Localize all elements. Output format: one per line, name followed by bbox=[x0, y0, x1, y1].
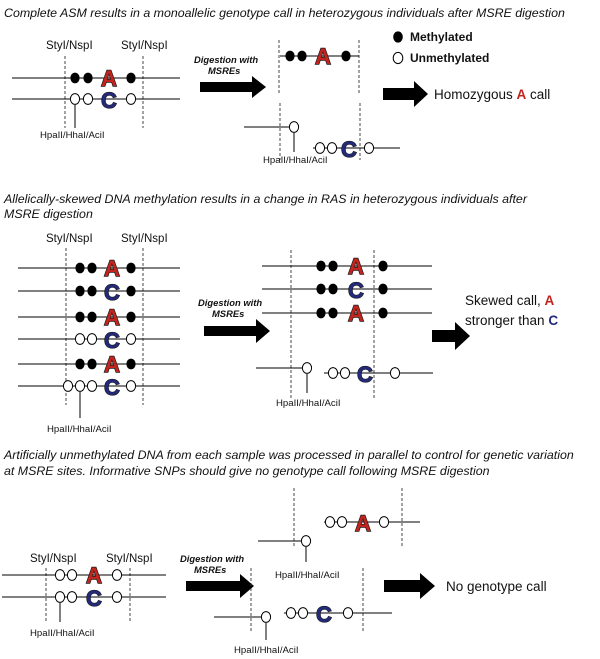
cut-site-line bbox=[250, 488, 403, 632]
digestion-arrow bbox=[204, 319, 270, 343]
result-text: No genotype call bbox=[446, 579, 547, 594]
methylated-cpg bbox=[70, 72, 136, 84]
allele-a: A bbox=[348, 254, 364, 279]
legend: Methylated Unmethylated bbox=[392, 30, 489, 65]
digestion-label: Digestion with bbox=[194, 54, 258, 65]
result-text: Skewed call, A bbox=[465, 293, 555, 308]
enzyme-label: HpaII/HhaI/AciI bbox=[276, 398, 341, 409]
digestion-arrow bbox=[186, 574, 254, 598]
panel-2-caption: MSRE digestion bbox=[4, 207, 93, 221]
digestion-label: MSREs bbox=[194, 564, 226, 575]
methylated-cpg bbox=[285, 50, 351, 62]
unmethylated-cpg bbox=[327, 367, 401, 379]
allele-c: C bbox=[86, 586, 102, 611]
cut-site-line bbox=[45, 568, 131, 622]
panel-3-caption: Artificially unmethylated DNA from each … bbox=[3, 448, 574, 462]
legend-unmethylated-marker bbox=[392, 51, 404, 65]
allele-a: A bbox=[104, 305, 120, 330]
unmethylated-cpg bbox=[288, 121, 300, 133]
dna-strand bbox=[2, 574, 166, 598]
result-arrow bbox=[384, 573, 435, 599]
allele-c: C bbox=[104, 328, 120, 353]
unmethylated-cpg bbox=[260, 611, 272, 623]
legend-methylated-marker bbox=[393, 31, 403, 43]
allele-c: C bbox=[348, 278, 364, 303]
allele-a: A bbox=[104, 352, 120, 377]
legend-unmethylated-label: Unmethylated bbox=[410, 51, 489, 65]
enzyme-label: HpaII/HhaI/AciI bbox=[47, 424, 112, 435]
allele-a: A bbox=[315, 44, 331, 69]
enzyme-label: HpaII/HhaI/AciI bbox=[234, 645, 299, 656]
allele-c: C bbox=[341, 137, 357, 162]
methylated-cpg bbox=[316, 260, 388, 319]
allele-a: A bbox=[101, 66, 117, 91]
site-left-label: StyI/NspI bbox=[30, 553, 77, 565]
digestion-label: MSREs bbox=[212, 308, 244, 319]
digestion-label: MSREs bbox=[208, 65, 240, 76]
unmethylated-cpg bbox=[285, 607, 354, 619]
digestion-label: Digestion with bbox=[198, 297, 262, 308]
digestion-arrow bbox=[200, 76, 266, 98]
panel-3-caption: at MSRE sites. Informative SNPs should g… bbox=[4, 464, 490, 478]
unmethylated-cpg bbox=[324, 516, 390, 528]
panel-3: Artificially unmethylated DNA from each … bbox=[2, 448, 574, 656]
legend-methylated-label: Methylated bbox=[410, 30, 473, 44]
result-arrow bbox=[432, 322, 470, 350]
digestion-label: Digestion with bbox=[180, 553, 244, 564]
unmethylated-cpg bbox=[314, 142, 375, 154]
enzyme-label: HpaII/HhaI/AciI bbox=[30, 628, 95, 639]
site-right-label: StyI/NspI bbox=[121, 233, 168, 245]
unmethylated-cpg bbox=[54, 569, 123, 603]
unmethylated-cpg bbox=[62, 333, 137, 392]
site-right-label: StyI/NspI bbox=[106, 553, 153, 565]
panel-1: Complete ASM results in a monoallelic ge… bbox=[4, 6, 565, 166]
allele-c: C bbox=[316, 602, 332, 627]
enzyme-label: HpaII/HhaI/AciI bbox=[275, 570, 340, 581]
enzyme-label: HpaII/HhaI/AciI bbox=[40, 130, 105, 141]
allele-a: A bbox=[104, 256, 120, 281]
allele-c: C bbox=[104, 280, 120, 305]
result-text: stronger than C bbox=[465, 313, 558, 328]
panel-2: Allelically-skewed DNA methylation resul… bbox=[3, 192, 558, 435]
allele-a: A bbox=[348, 301, 364, 326]
allele-c: C bbox=[101, 88, 117, 113]
panel-2-caption: Allelically-skewed DNA methylation resul… bbox=[3, 192, 528, 206]
unmethylated-cpg bbox=[69, 93, 137, 105]
site-left-label: StyI/NspI bbox=[46, 40, 93, 52]
dna-strand bbox=[18, 267, 180, 387]
site-right-label: StyI/NspI bbox=[121, 40, 168, 52]
allele-a: A bbox=[355, 511, 371, 536]
unmethylated-cpg bbox=[300, 535, 312, 547]
dna-strand bbox=[262, 265, 432, 314]
methylated-cpg bbox=[75, 262, 136, 370]
allele-a: A bbox=[86, 563, 102, 588]
result-arrow bbox=[383, 81, 428, 107]
allele-c: C bbox=[357, 362, 373, 387]
panel-1-caption: Complete ASM results in a monoallelic ge… bbox=[4, 6, 565, 20]
result-text: Homozygous A call bbox=[434, 87, 550, 102]
cut-site-line bbox=[64, 56, 144, 128]
dna-strand bbox=[12, 77, 180, 100]
site-left-label: StyI/NspI bbox=[46, 233, 93, 245]
enzyme-label: HpaII/HhaI/AciI bbox=[263, 155, 328, 166]
cut-site-line bbox=[278, 40, 361, 160]
cut-site-line bbox=[65, 248, 144, 405]
allele-c: C bbox=[104, 375, 120, 400]
unmethylated-cpg bbox=[301, 362, 313, 374]
